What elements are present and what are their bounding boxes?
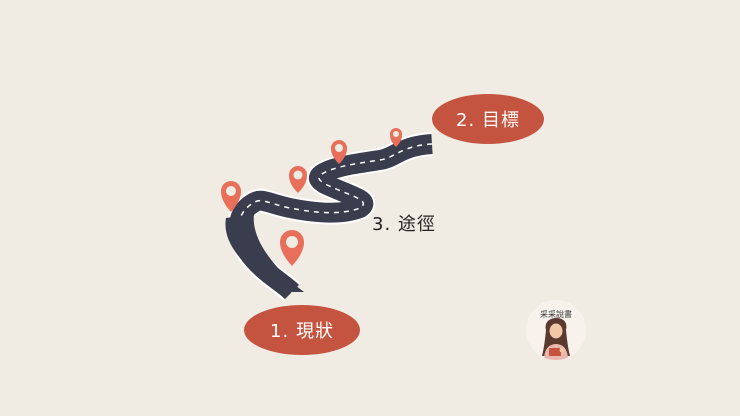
current-state-bubble: 1. 現狀 <box>244 305 360 355</box>
map-pin-icon <box>331 140 347 164</box>
logo-text: 采采說書 <box>540 310 572 319</box>
goal-bubble: 2. 目標 <box>432 94 544 144</box>
road-surface-near <box>225 214 304 292</box>
path-label: 3. 途徑 <box>372 214 436 235</box>
reader-avatar-icon <box>542 318 570 360</box>
current-state-label: 1. 現狀 <box>270 321 334 342</box>
map-pin-icon <box>390 128 402 147</box>
road-center-line <box>238 143 433 293</box>
map-pin-icon <box>289 166 307 193</box>
goal-label: 2. 目標 <box>456 110 520 131</box>
brand-logo: 采采說書 <box>526 300 586 360</box>
map-pin-icon <box>280 230 304 266</box>
map-pin-icon <box>221 181 241 212</box>
